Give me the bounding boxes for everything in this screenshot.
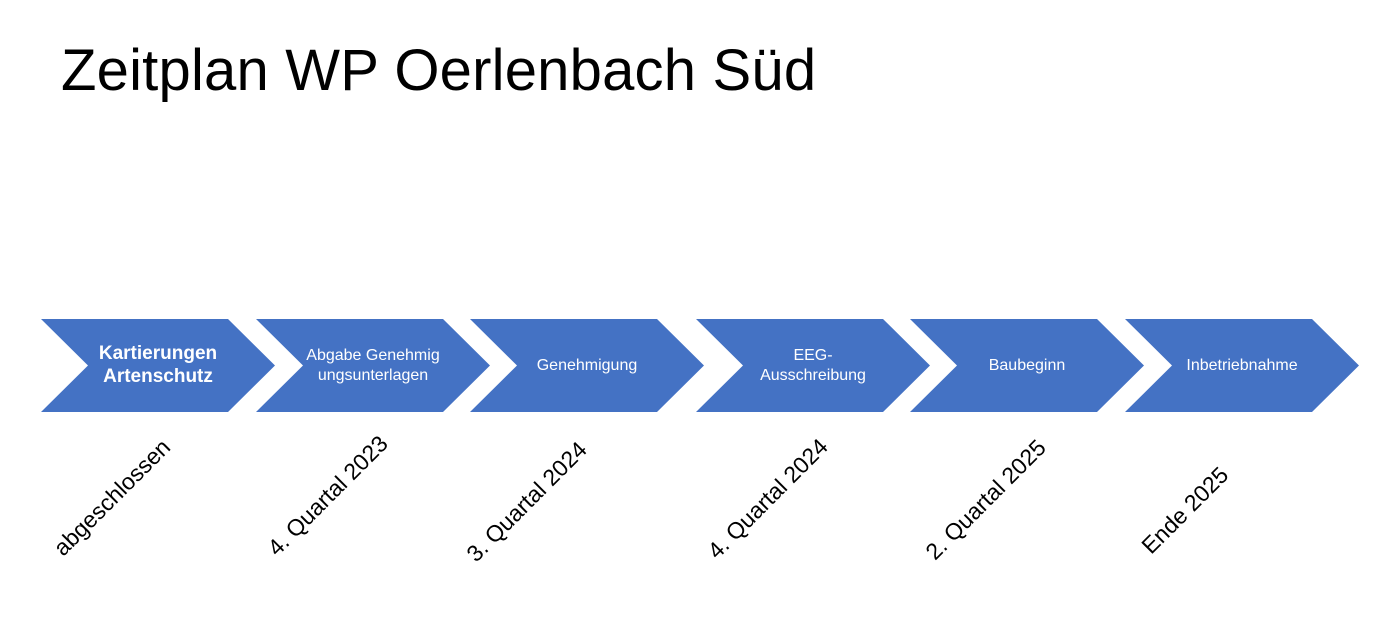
step-date-label: 4. Quartal 2023 <box>262 430 393 561</box>
step-label: Baubeginn <box>988 356 1066 374</box>
step-label: Kartierungen Artenschutz <box>98 342 218 387</box>
timeline-step-inbetriebnahme: Inbetriebnahme <box>1125 319 1359 412</box>
timeline-step-eeg: EEG-Ausschreibung <box>696 319 930 412</box>
chevron-shape <box>1125 319 1359 412</box>
timeline-step-genehmigung: Genehmigung <box>470 319 704 412</box>
timeline-step-abgabe: Abgabe Genehmigungsunterlagen <box>256 319 490 412</box>
chevron-shape <box>696 319 930 412</box>
timeline-step-kartierungen: Kartierungen Artenschutz <box>41 319 275 412</box>
chevron-shape <box>41 319 275 412</box>
step-date-label: Ende 2025 <box>1136 461 1234 559</box>
slide-title: Zeitplan WP Oerlenbach Süd <box>61 38 817 103</box>
step-label: Inbetriebnahme <box>1186 356 1298 374</box>
step-label: EEG-Ausschreibung <box>760 347 866 384</box>
chevron-shape <box>910 319 1144 412</box>
timeline-step-baubeginn: Baubeginn <box>910 319 1144 412</box>
step-label: Genehmigung <box>536 356 638 374</box>
chevron-shape <box>256 319 490 412</box>
step-date-label: abgeschlossen <box>48 433 176 561</box>
chevron-shape <box>470 319 704 412</box>
step-date-label: 4. Quartal 2024 <box>702 433 833 564</box>
step-date-label: 3. Quartal 2024 <box>461 436 592 567</box>
step-date-label: 2. Quartal 2025 <box>920 434 1051 565</box>
step-label: Abgabe Genehmigungsunterlagen <box>306 347 440 384</box>
